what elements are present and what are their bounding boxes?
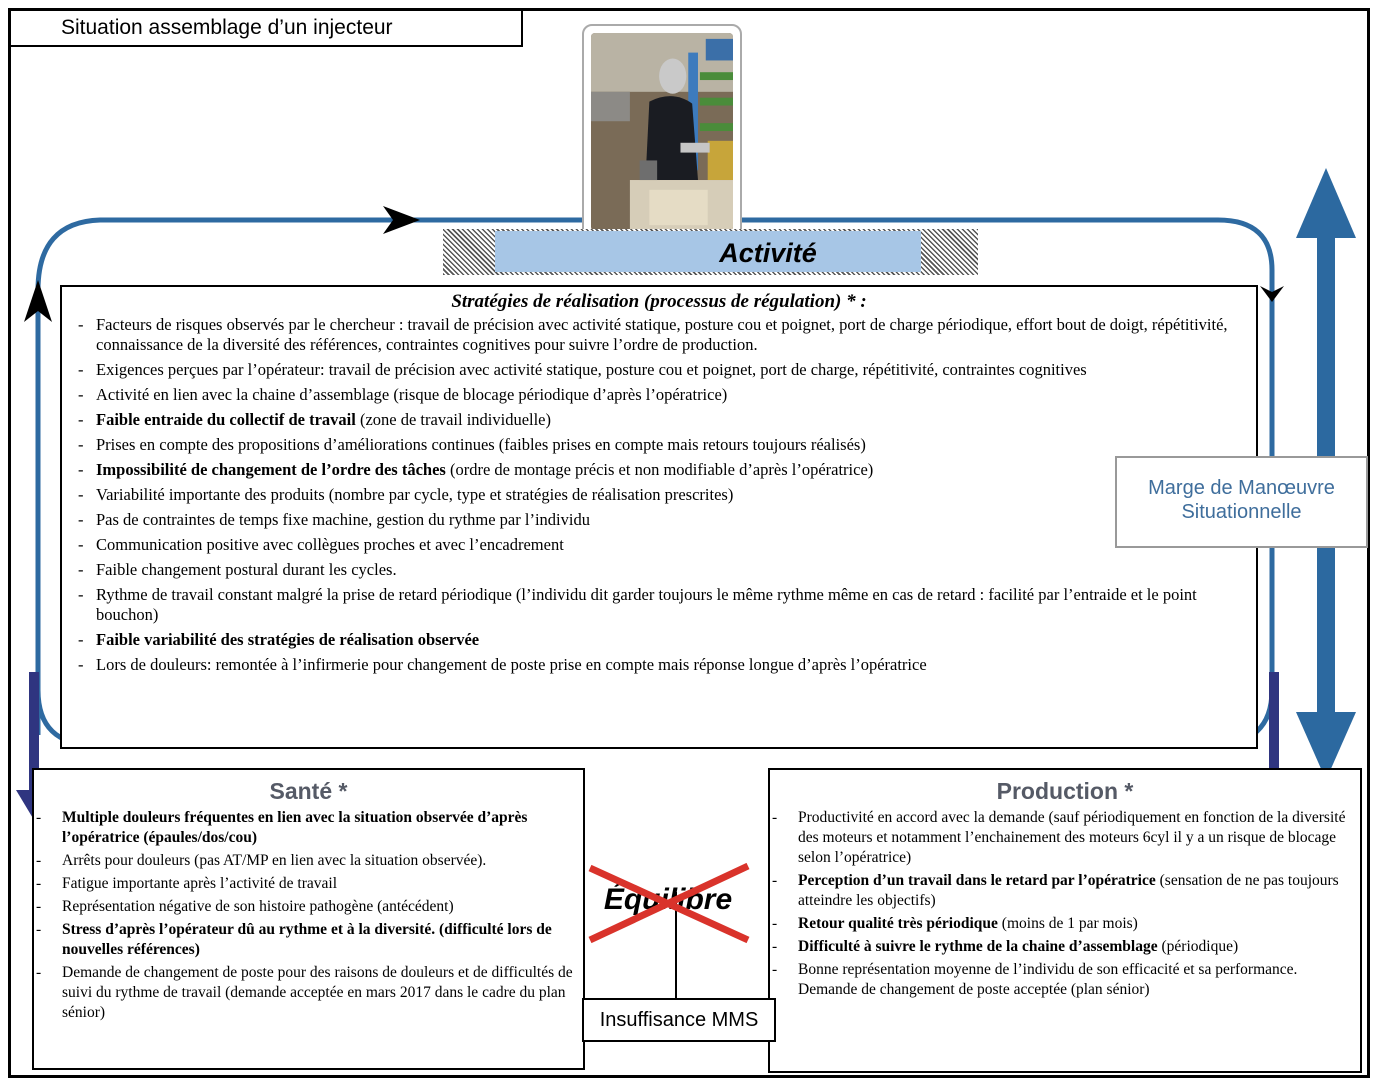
strategy-item: Lors de douleurs: remontée à l’infirmeri… — [78, 655, 1236, 675]
production-item-text: (sensation de ne pas toujours atteindre … — [798, 872, 1339, 909]
sante-box: Santé * Multiple douleurs fréquentes en … — [32, 768, 585, 1070]
insuffisance-mms-label: Insuffisance MMS — [582, 998, 776, 1042]
sante-item: Multiple douleurs fréquentes en lien ave… — [36, 808, 575, 848]
sante-item-bold: Stress d’après l’opérateur dû au rythme … — [62, 921, 552, 958]
production-item: Perception d’un travail dans le retard p… — [772, 871, 1352, 911]
strategy-item-text: Variabilité importante des produits (nom… — [96, 485, 734, 504]
production-heading: Production * — [996, 778, 1134, 804]
strategy-item-text: (ordre de montage précis et non modifiab… — [445, 460, 874, 479]
sante-item-text: Fatigue importante après l’activité de t… — [62, 875, 338, 892]
production-item-bold: Retour qualité très périodique — [798, 915, 998, 932]
mms-box: Marge de Manœuvre Situationnelle — [1115, 456, 1368, 548]
loop-arrowhead-top — [383, 206, 420, 234]
production-item-text: Bonne représentation moyenne de l’indivi… — [798, 961, 1298, 998]
sante-list: Multiple douleurs fréquentes en lien ave… — [34, 808, 583, 1023]
mms-arrowhead-up-icon — [1296, 168, 1356, 238]
strategy-item: Facteurs de risques observés par le cher… — [78, 315, 1236, 355]
production-list: Productivité en accord avec la demande (… — [770, 808, 1360, 1000]
strategies-heading: Stratégies de réalisation (processus de … — [451, 291, 867, 312]
strategy-item-text: (zone de travail individuelle) — [355, 410, 552, 429]
strategy-item-bold: Impossibilité de changement de l’ordre d… — [96, 460, 446, 479]
production-item-text: Productivité en accord avec la demande (… — [798, 809, 1346, 866]
sante-item: Demande de changement de poste pour des … — [36, 963, 575, 1023]
production-item-text: (moins de 1 par mois) — [997, 915, 1138, 932]
strategy-item-text: Faible changement postural durant les cy… — [96, 560, 397, 579]
production-item-bold: Perception d’un travail dans le retard p… — [798, 872, 1156, 889]
sante-item-text: Arrêts pour douleurs (pas AT/MP en lien … — [62, 852, 487, 869]
strategy-item: Activité en lien avec la chaine d’assemb… — [78, 385, 1236, 405]
strategy-item-text: Facteurs de risques observés par le cher… — [96, 315, 1228, 354]
production-item-text: (périodique) — [1157, 938, 1239, 955]
strategy-item: Prises en compte des propositions d’amél… — [78, 435, 1236, 455]
production-item: Retour qualité très périodique (moins de… — [772, 914, 1352, 934]
strategy-item-bold: Faible variabilité des stratégies de réa… — [96, 630, 480, 649]
sante-item-text: Demande de changement de poste pour des … — [62, 964, 573, 1021]
strategy-item-text: Prises en compte des propositions d’amél… — [96, 435, 866, 454]
strategy-item-text: Communication positive avec collègues pr… — [96, 535, 564, 554]
strategy-item: Variabilité importante des produits (nom… — [78, 485, 1236, 505]
strategy-item: Pas de contraintes de temps fixe machine… — [78, 510, 1236, 530]
strategy-item: Impossibilité de changement de l’ordre d… — [78, 460, 1236, 480]
strategy-item: Communication positive avec collègues pr… — [78, 535, 1236, 555]
production-item: Difficulté à suivre le rythme de la chai… — [772, 937, 1352, 957]
strategy-item: Exigences perçues par l’opérateur: trava… — [78, 360, 1236, 380]
production-item: Productivité en accord avec la demande (… — [772, 808, 1352, 868]
sante-item-text: Représentation négative de son histoire … — [62, 898, 454, 915]
sante-item-bold: Multiple douleurs fréquentes en lien ave… — [62, 809, 528, 846]
sante-item: Fatigue importante après l’activité de t… — [36, 874, 575, 894]
photo-operator-at-workstation-icon — [591, 33, 733, 231]
sante-item: Arrêts pour douleurs (pas AT/MP en lien … — [36, 851, 575, 871]
outer-frame — [8, 8, 1370, 1078]
loop-arrowhead-right — [1260, 286, 1284, 302]
strategy-item: Rythme de travail constant malgré la pri… — [78, 585, 1236, 625]
production-box: Production * Productivité en accord avec… — [768, 768, 1362, 1073]
strategy-item-text: Lors de douleurs: remontée à l’infirmeri… — [96, 655, 927, 674]
strategy-item-text: Pas de contraintes de temps fixe machine… — [96, 510, 590, 529]
strategy-item: Faible variabilité des stratégies de réa… — [78, 630, 1236, 650]
strategy-item-text: Rythme de travail constant malgré la pri… — [96, 585, 1197, 624]
sante-heading: Santé * — [269, 778, 348, 804]
situation-title: Situation assemblage d’un injecteur — [9, 9, 523, 47]
mms-label-line1: Marge de Manœuvre — [1148, 477, 1335, 499]
operator-photo — [582, 24, 742, 240]
mms-label-line2: Situationnelle — [1181, 501, 1302, 523]
strategies-list: Facteurs de risques observés par le cher… — [62, 315, 1256, 675]
production-item: Bonne représentation moyenne de l’indivi… — [772, 960, 1352, 1000]
production-item-bold: Difficulté à suivre le rythme de la chai… — [798, 938, 1158, 955]
sante-item: Représentation négative de son histoire … — [36, 897, 575, 917]
strategy-item-text: Activité en lien avec la chaine d’assemb… — [96, 385, 728, 404]
strategies-box: Stratégies de réalisation (processus de … — [60, 285, 1258, 749]
strategy-item-bold: Faible entraide du collectif de travail — [96, 410, 356, 429]
sante-item: Stress d’après l’opérateur dû au rythme … — [36, 920, 575, 960]
strategy-item: Faible entraide du collectif de travail … — [78, 410, 1236, 430]
strategy-item: Faible changement postural durant les cy… — [78, 560, 1236, 580]
activite-label: Activité — [495, 231, 921, 272]
strategy-item-text: Exigences perçues par l’opérateur: trava… — [96, 360, 1087, 379]
equilibre-label: Équilibre — [603, 883, 733, 916]
mms-arrowhead-down-icon — [1296, 712, 1356, 780]
loop-arrowhead-left — [24, 280, 52, 322]
